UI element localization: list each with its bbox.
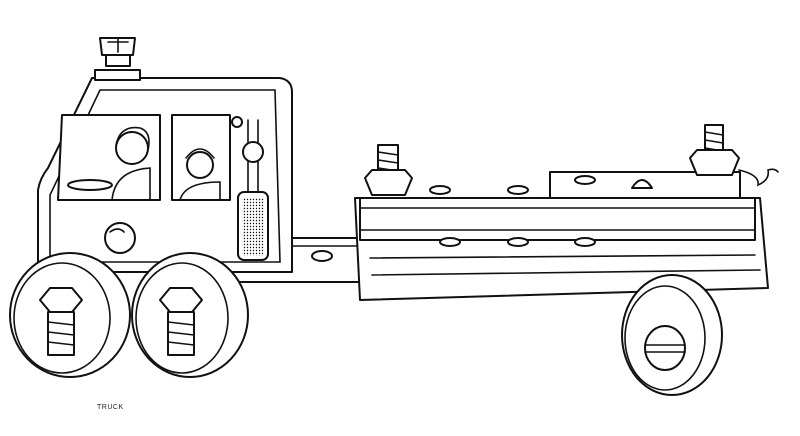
middle-wheel — [131, 252, 249, 378]
passenger — [179, 148, 221, 201]
bolt-flatbed-right — [689, 124, 779, 187]
bolt-cab-top — [94, 37, 141, 81]
flatbed — [354, 124, 779, 301]
cab — [37, 77, 293, 273]
front-wheel — [9, 252, 131, 378]
driver — [67, 126, 151, 201]
bolt-flatbed-left — [364, 144, 413, 196]
flatbed-holes — [429, 175, 653, 247]
caption: TRUCK — [97, 404, 124, 411]
rear-wheel — [621, 274, 723, 396]
porthole — [104, 222, 136, 254]
